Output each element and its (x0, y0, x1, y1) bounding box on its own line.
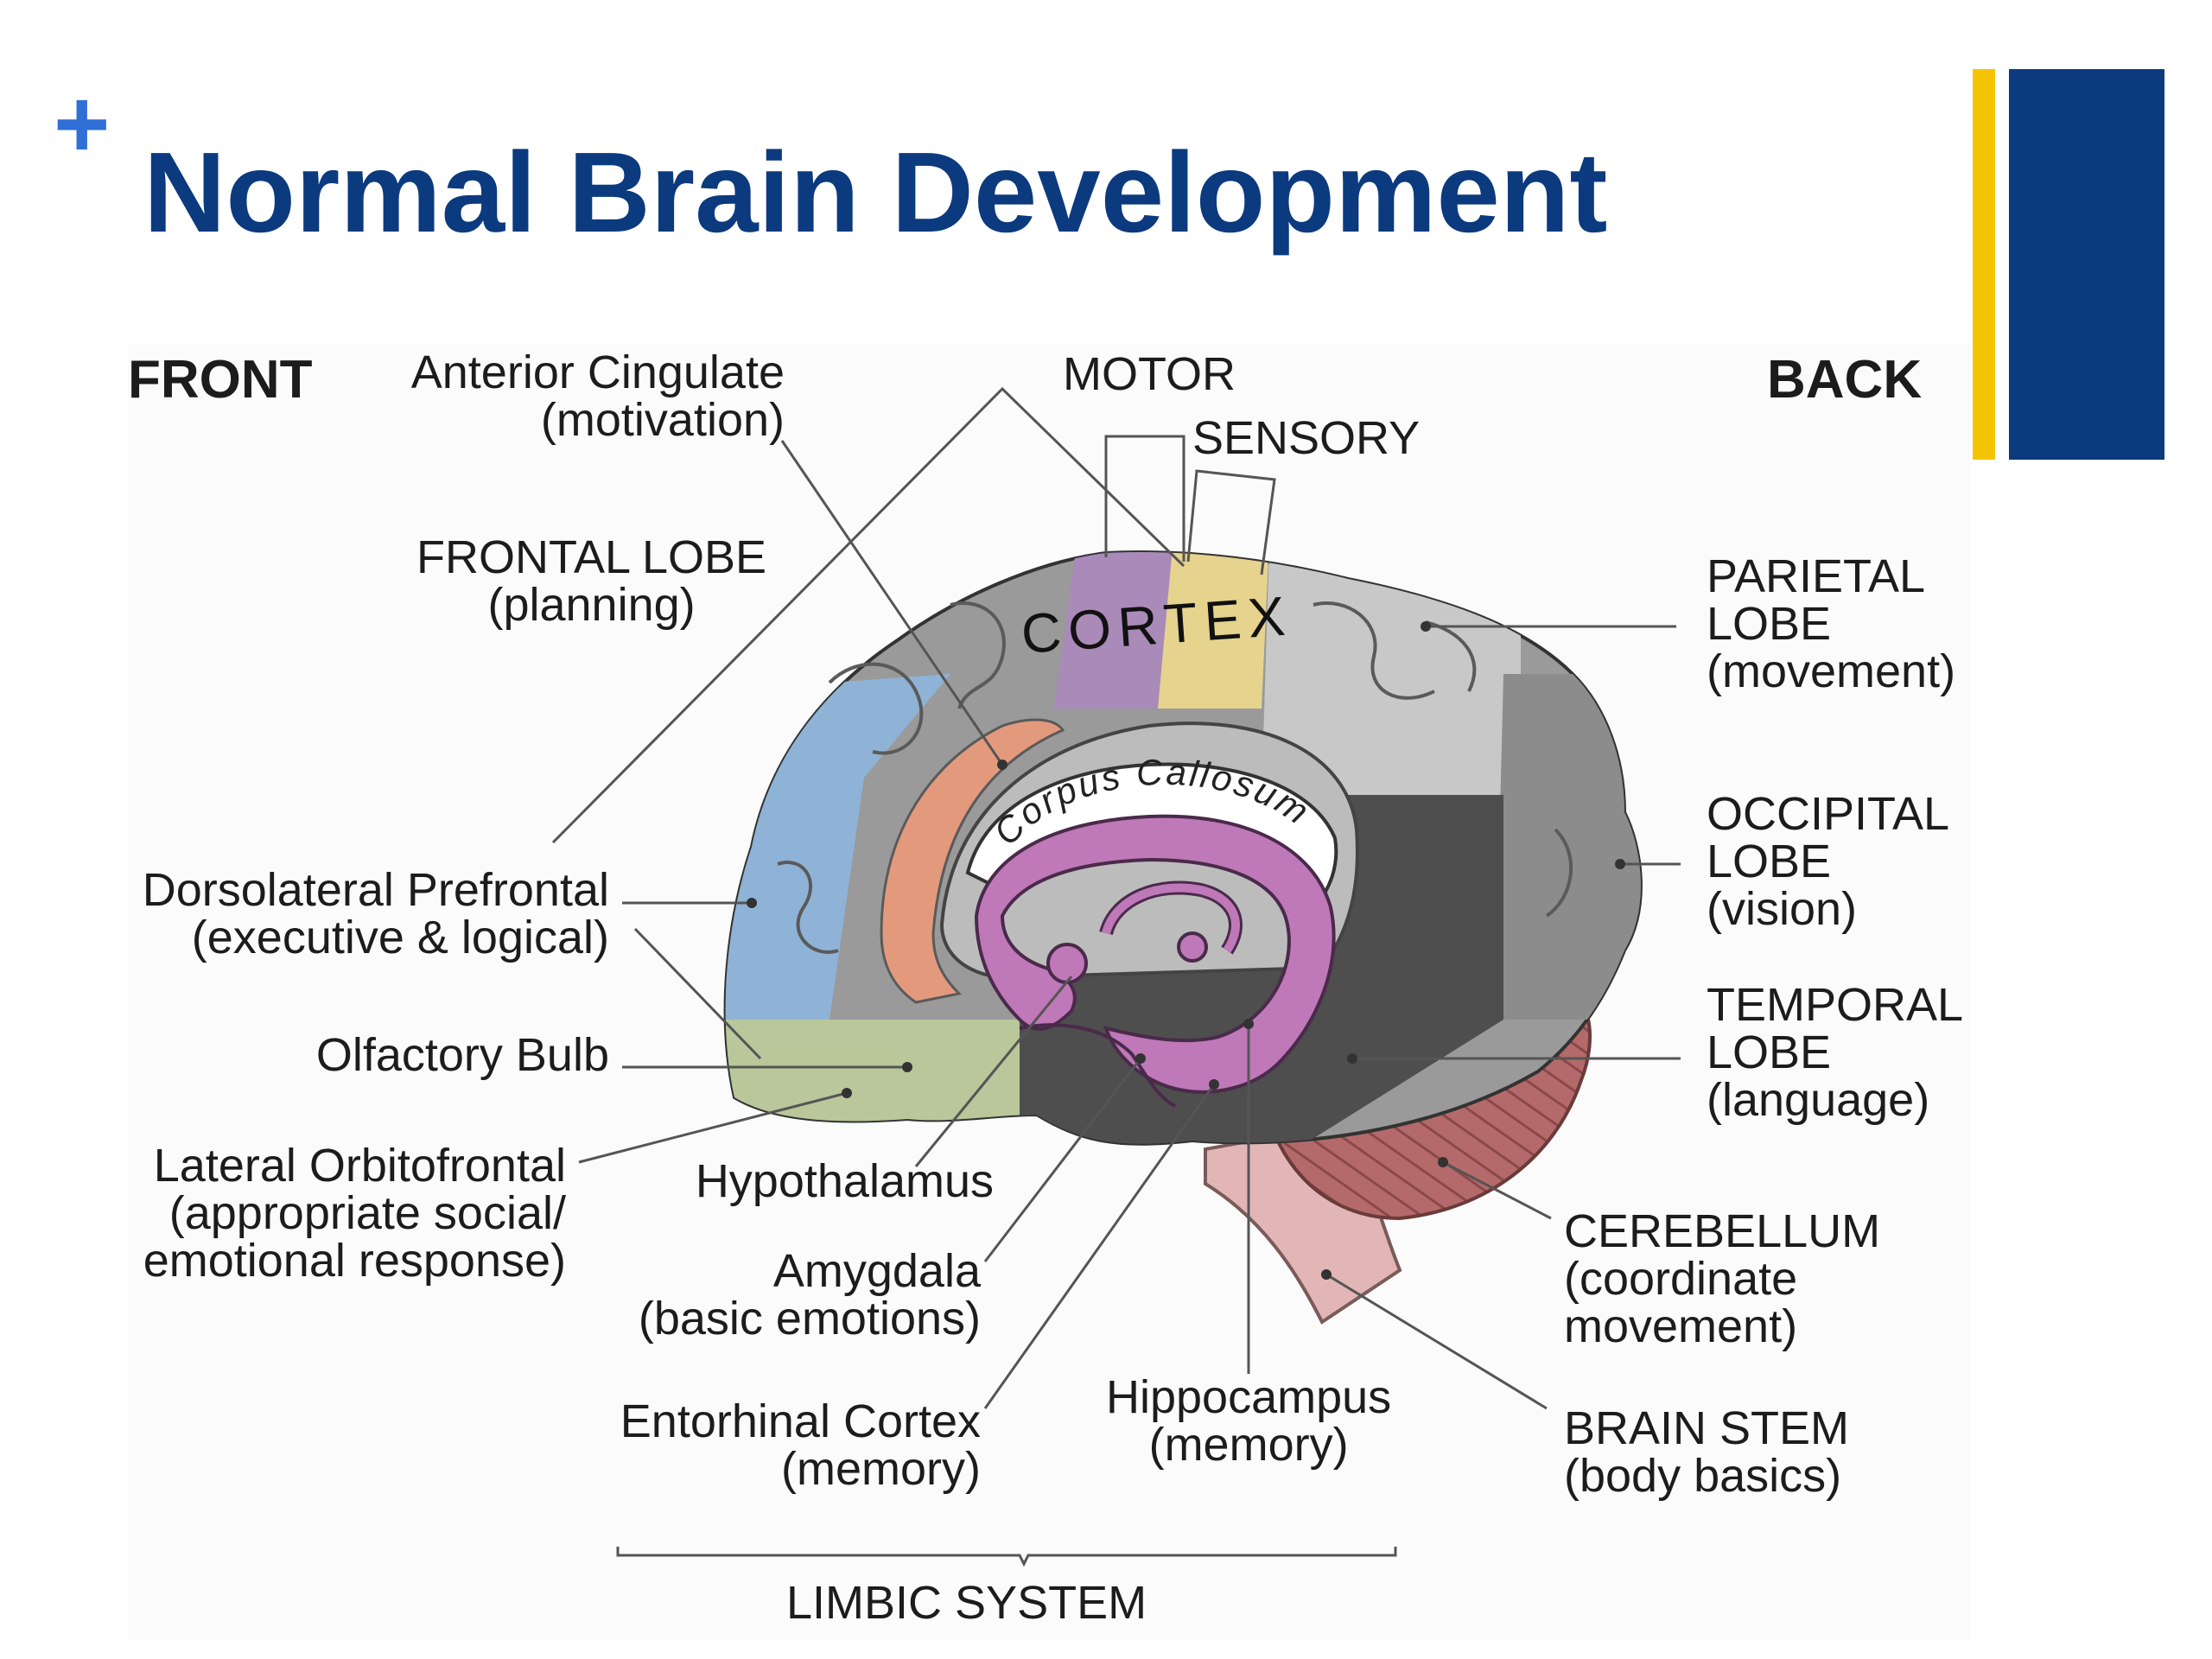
limbic-system-label: LIMBIC SYSTEM (786, 1577, 1147, 1629)
occipital-lobe-label: OCCIPITAL LOBE (vision) (1707, 788, 1950, 936)
accent-bar-navy (2009, 69, 2164, 460)
sensory-label: SENSORY (1192, 412, 1421, 464)
orbitofrontal-region (725, 1020, 1063, 1141)
accent-bar-yellow (1973, 69, 1995, 460)
sensory-region (1158, 552, 1270, 709)
cerebellum-label: CEREBELLUM (coordinate movement) (1564, 1205, 1881, 1353)
dorsolateral-prefrontal-label: Dorsolateral Prefrontal (executive & log… (142, 864, 609, 964)
amygdala-label: Amygdala (basic emotions) (638, 1245, 981, 1345)
motor-region (1054, 552, 1175, 709)
motor-label: MOTOR (1063, 348, 1236, 400)
olfactory-bulb-label: Olfactory Bulb (315, 1029, 609, 1081)
front-label: FRONT (128, 350, 313, 410)
plus-icon: + (54, 70, 111, 178)
entorhinal-cortex-label: Entorhinal Cortex (memory) (620, 1395, 981, 1496)
parietal-lobe-label: PARIETAL LOBE (movement) (1707, 550, 1956, 698)
hippocampus-label: Hippocampus (memory) (1106, 1371, 1392, 1471)
hypothalamus-label: Hypothalamus (695, 1155, 994, 1207)
brain-stem-label: BRAIN STEM (body basics) (1564, 1402, 1850, 1503)
leader-lines (551, 386, 1681, 1567)
back-label: BACK (1767, 350, 1923, 410)
occipital-region (1495, 674, 1641, 1020)
temporal-lobe-label: TEMPORAL LOBE (language) (1707, 979, 1964, 1127)
anterior-cingulate-label: Anterior Cingulate (motivation) (410, 346, 785, 447)
frontal-lobe-label: FRONTAL LOBE (planning) (416, 531, 767, 632)
lateral-orbitofrontal-label: Lateral Orbitofrontal (appropriate socia… (143, 1140, 566, 1287)
slide-title: Normal Brain Development (143, 129, 1608, 256)
